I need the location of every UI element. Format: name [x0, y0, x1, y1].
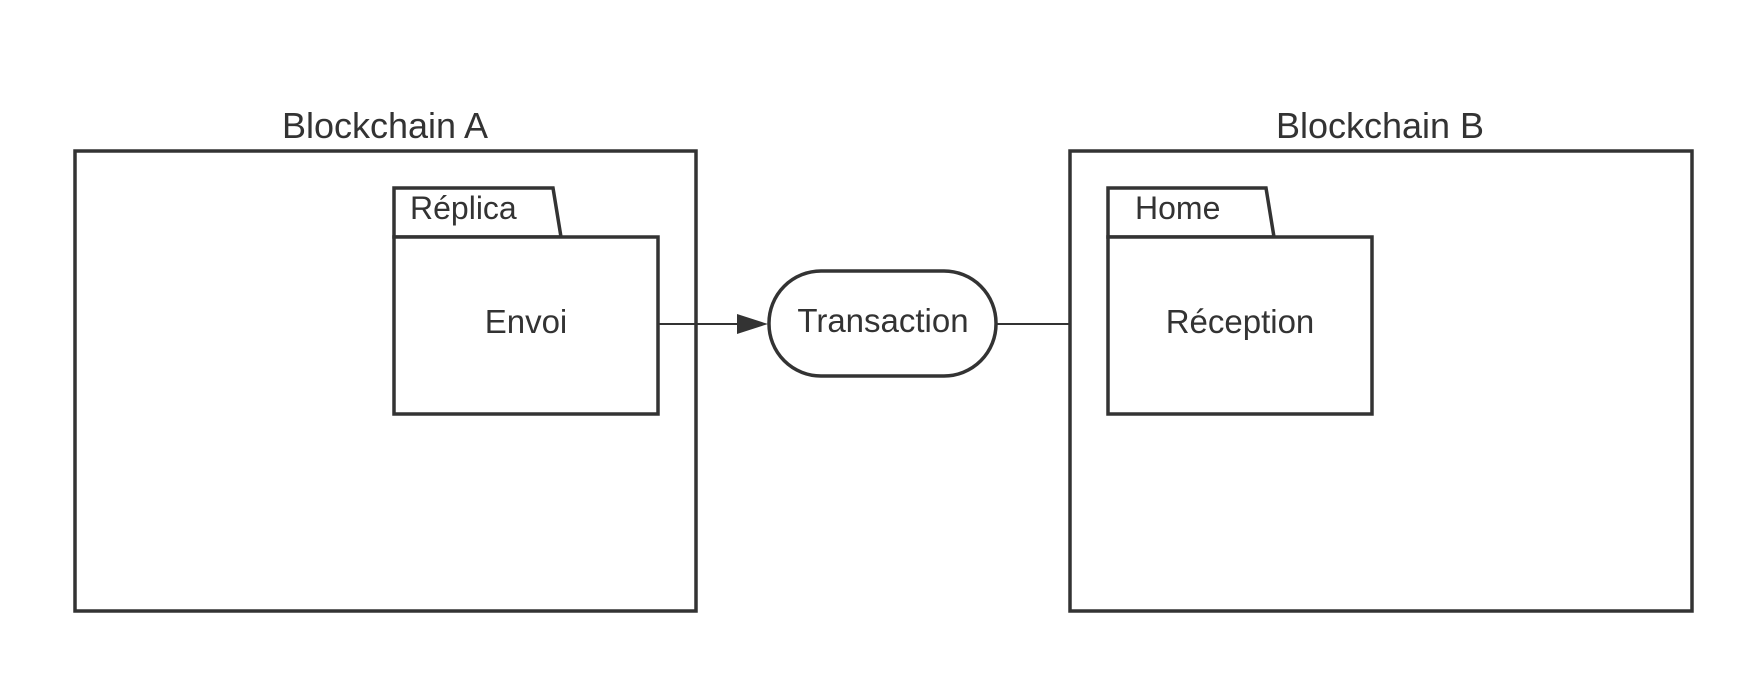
blockchain-a-group: Blockchain A Réplica Envoi	[73, 105, 698, 613]
package-replica[interactable]: Réplica Envoi	[392, 186, 660, 416]
package-home-body	[1106, 235, 1374, 416]
blockchain-b-title: Blockchain B	[1276, 105, 1484, 146]
blockchain-b-group: Blockchain B Home Réception	[1068, 105, 1694, 613]
package-replica-body	[392, 235, 660, 416]
package-home-tab-label: Home	[1135, 190, 1220, 226]
package-replica-body-label: Envoi	[485, 303, 568, 340]
package-home[interactable]: Home Réception	[1106, 186, 1374, 416]
package-home-body-label: Réception	[1166, 303, 1315, 340]
transaction-node[interactable]: Transaction	[767, 269, 998, 378]
package-replica-tab-label: Réplica	[410, 190, 517, 226]
blockchain-a-title: Blockchain A	[282, 105, 488, 146]
transaction-label: Transaction	[797, 302, 968, 339]
arrow-envoi-to-transaction-head	[737, 314, 768, 334]
arrow-envoi-to-transaction	[658, 314, 768, 334]
